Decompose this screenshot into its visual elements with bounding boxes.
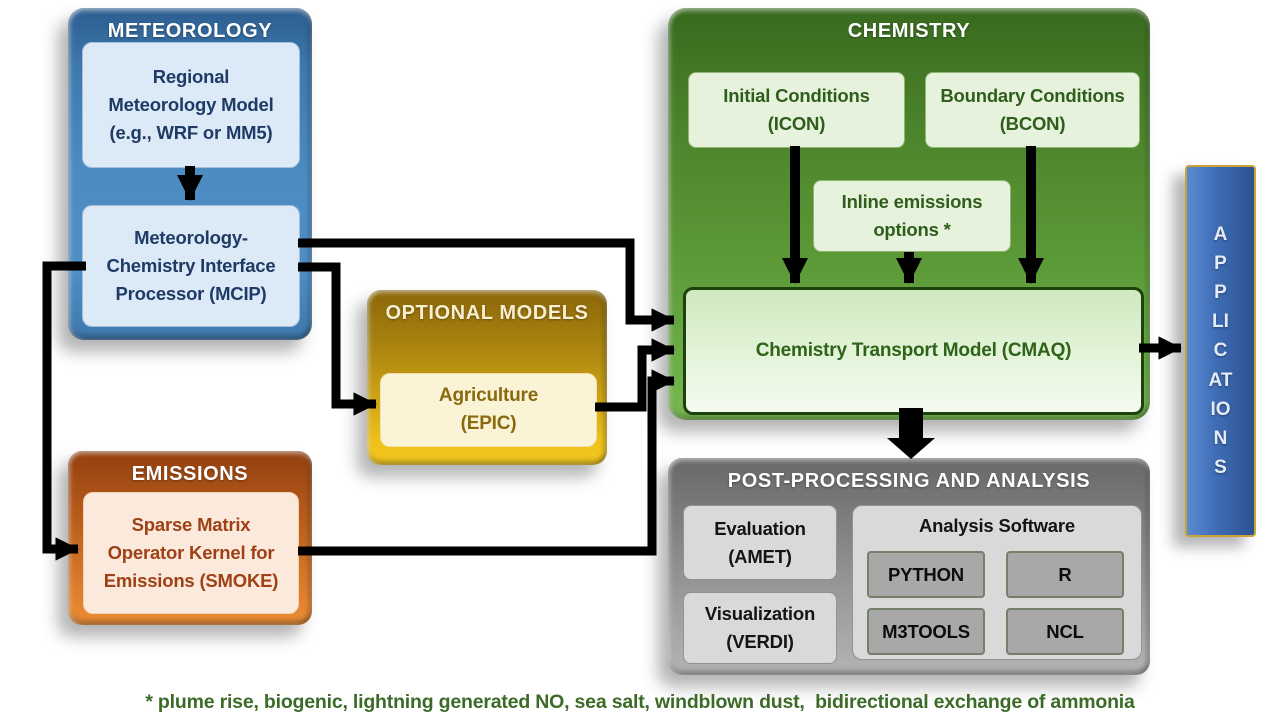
amet-box: Evaluation (AMET): [683, 505, 837, 580]
inline-emissions-box: Inline emissions options *: [813, 180, 1011, 252]
optional-models-title: OPTIONAL MODELS: [385, 302, 589, 324]
meteorology-group: METEOROLOGY Regional Meteorology Model (…: [68, 8, 312, 340]
emissions-group: EMISSIONS Sparse Matrix Operator Kernel …: [68, 451, 312, 625]
mcip-box: Meteorology- Chemistry Interface Process…: [82, 205, 300, 327]
r-button: R: [1006, 551, 1124, 598]
post-processing-title: POST-PROCESSING AND ANALYSIS: [727, 470, 1091, 492]
m3tools-button: M3TOOLS: [867, 608, 985, 655]
chemistry-group: CHEMISTRY Initial Conditions (ICON) Boun…: [668, 8, 1150, 420]
chemistry-title: CHEMISTRY: [847, 20, 971, 42]
verdi-box: Visualization (VERDI): [683, 592, 837, 664]
analysis-software-panel: Analysis Software PYTHON R M3TOOLS NCL: [852, 505, 1142, 660]
emissions-title: EMISSIONS: [131, 463, 249, 485]
footnote-text: * plume rise, biogenic, lightning genera…: [145, 691, 1135, 713]
meteorology-title: METEOROLOGY: [107, 20, 273, 42]
cmaq-box: Chemistry Transport Model (CMAQ): [683, 287, 1144, 415]
optional-models-group: OPTIONAL MODELS Agriculture (EPIC): [367, 290, 607, 465]
post-processing-group: POST-PROCESSING AND ANALYSIS Evaluation …: [668, 458, 1150, 675]
smoke-box: Sparse Matrix Operator Kernel for Emissi…: [83, 492, 299, 614]
applications-label: APPLICATIONS: [1208, 223, 1233, 479]
icon-box: Initial Conditions (ICON): [688, 72, 905, 148]
bcon-box: Boundary Conditions (BCON): [925, 72, 1140, 148]
regional-meteorology-model-box: Regional Meteorology Model (e.g., WRF or…: [82, 42, 300, 168]
applications-box: APPLICATIONS: [1185, 165, 1256, 537]
analysis-software-label: Analysis Software: [919, 515, 1075, 536]
epic-box: Agriculture (EPIC): [380, 373, 597, 447]
ncl-button: NCL: [1006, 608, 1124, 655]
python-button: PYTHON: [867, 551, 985, 598]
